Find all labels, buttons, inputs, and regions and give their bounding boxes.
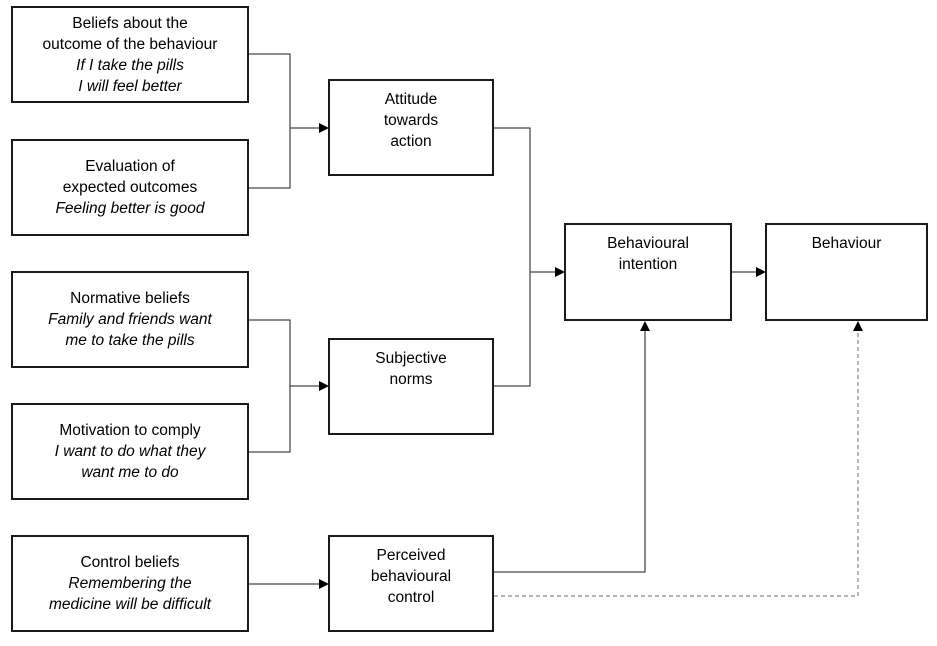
connector-normative-to-merge: [248, 319, 291, 453]
box-behavioural-intention: Behavioural intention: [564, 223, 732, 321]
box-line: Behaviour: [811, 235, 882, 252]
box-line: Motivation to comply: [59, 422, 201, 439]
box-perceived-control: Perceived behavioural control: [328, 535, 494, 632]
box-line: control: [387, 589, 435, 606]
box-example: I want to do what they: [54, 443, 206, 460]
box-line: Attitude: [384, 91, 438, 108]
box-example: Family and friends want: [48, 311, 212, 328]
box-line: Behavioural: [607, 235, 689, 252]
arrow-perceived-to-intention: [494, 321, 650, 573]
box-line: towards: [383, 112, 439, 129]
box-example: If I take the pills: [76, 56, 184, 74]
box-line: intention: [618, 256, 678, 273]
box-example: me to take the pills: [65, 332, 195, 349]
box-line: Beliefs about the: [72, 14, 188, 32]
box-line: Perceived: [376, 547, 446, 564]
box-line: Evaluation of: [85, 158, 175, 175]
dashed-arrow-perceived-to-behaviour: [494, 321, 863, 597]
box-line: Normative beliefs: [70, 290, 190, 307]
box-normative: Normative beliefs Family and friends wan…: [11, 271, 249, 368]
box-line: expected outcomes: [62, 179, 198, 196]
box-example: want me to do: [81, 464, 179, 481]
box-line: norms: [389, 371, 433, 388]
connector-attitude-subjective: [494, 127, 531, 387]
connector-beliefs-to-merge: [248, 53, 291, 189]
box-subjective-norms: Subjective norms: [328, 338, 494, 435]
box-example: I will feel better: [78, 77, 182, 95]
box-beliefs-outcome: Beliefs about the outcome of the behavio…: [11, 6, 249, 103]
box-evaluation: Evaluation of expected outcomes Feeling …: [11, 139, 249, 236]
box-behaviour: Behaviour: [765, 223, 928, 321]
box-example: Remembering the: [68, 575, 192, 592]
box-attitude: Attitude towards action: [328, 79, 494, 176]
box-line: behavioural: [370, 568, 452, 585]
box-line: Subjective: [375, 350, 447, 367]
box-line: action: [390, 133, 432, 150]
box-control-beliefs: Control beliefs Remembering the medicine…: [11, 535, 249, 632]
box-motivation: Motivation to comply I want to do what t…: [11, 403, 249, 500]
box-line: outcome of the behaviour: [42, 35, 218, 53]
box-line: Control beliefs: [80, 554, 180, 571]
box-example: medicine will be difficult: [49, 596, 211, 613]
box-example: Feeling better is good: [55, 200, 205, 217]
